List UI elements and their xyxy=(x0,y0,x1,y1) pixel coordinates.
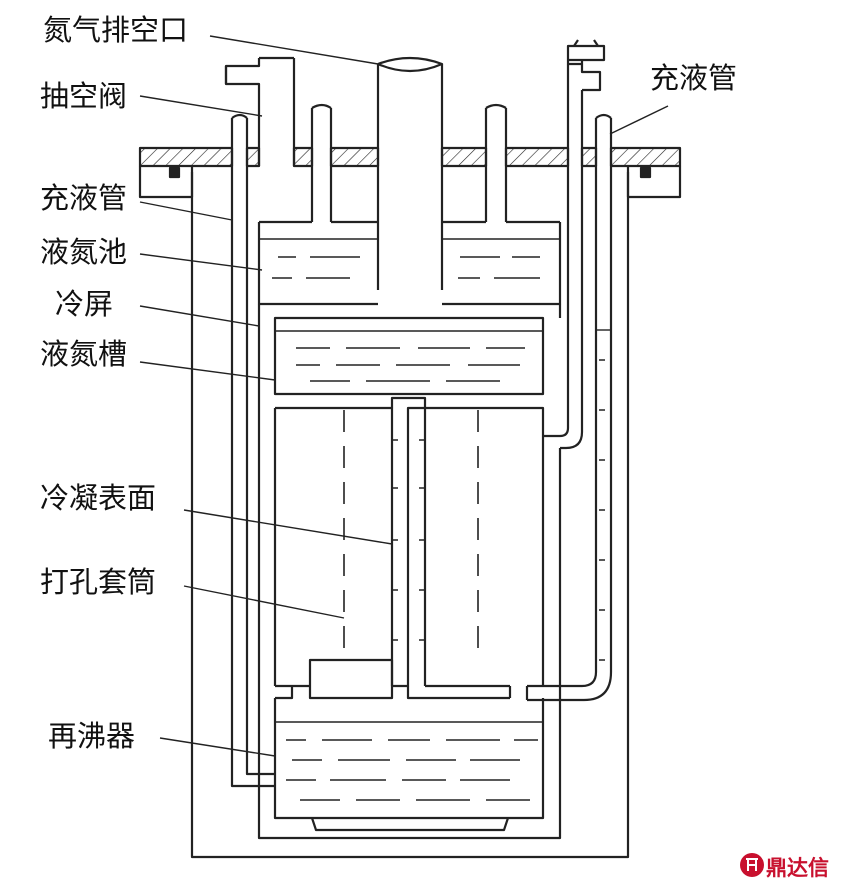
vacuum-valve-tube xyxy=(224,56,296,166)
label-perforated-sleeve: 打孔套筒 xyxy=(40,565,157,599)
watermark-text: 鼎达信 xyxy=(766,856,829,880)
ln2-pool xyxy=(257,220,562,306)
label-fill-tube-right: 充液管 xyxy=(650,61,738,95)
label-n2-exhaust: 氮气排空口 xyxy=(43,13,189,47)
ln2-tank xyxy=(273,316,545,396)
top-flange xyxy=(138,146,682,199)
label-ln2-pool: 液氮池 xyxy=(40,235,128,269)
label-vacuum-valve: 抽空阀 xyxy=(40,79,128,113)
label-fill-tube-left: 充液管 xyxy=(40,181,128,215)
ln2-pool-neck-right xyxy=(484,103,508,222)
label-cold-shield: 冷屏 xyxy=(55,287,114,321)
leader-lines xyxy=(139,35,669,757)
cold-shield xyxy=(257,304,562,840)
right-fill-tube xyxy=(525,113,613,702)
bottom-blocks xyxy=(275,658,512,700)
ln2-pool-neck-left xyxy=(310,103,333,222)
label-reboiler: 再沸器 xyxy=(48,719,136,753)
watermark-logo xyxy=(740,853,764,877)
n2-exhaust-pipe xyxy=(376,56,444,290)
top-right-valve xyxy=(543,39,606,450)
left-fill-tube xyxy=(230,113,275,788)
label-condensing-surface: 冷凝表面 xyxy=(40,481,157,515)
outer-vessel xyxy=(190,172,630,859)
label-ln2-tank: 液氮槽 xyxy=(40,337,128,371)
condensing-column xyxy=(273,396,545,688)
reboiler xyxy=(273,698,545,832)
